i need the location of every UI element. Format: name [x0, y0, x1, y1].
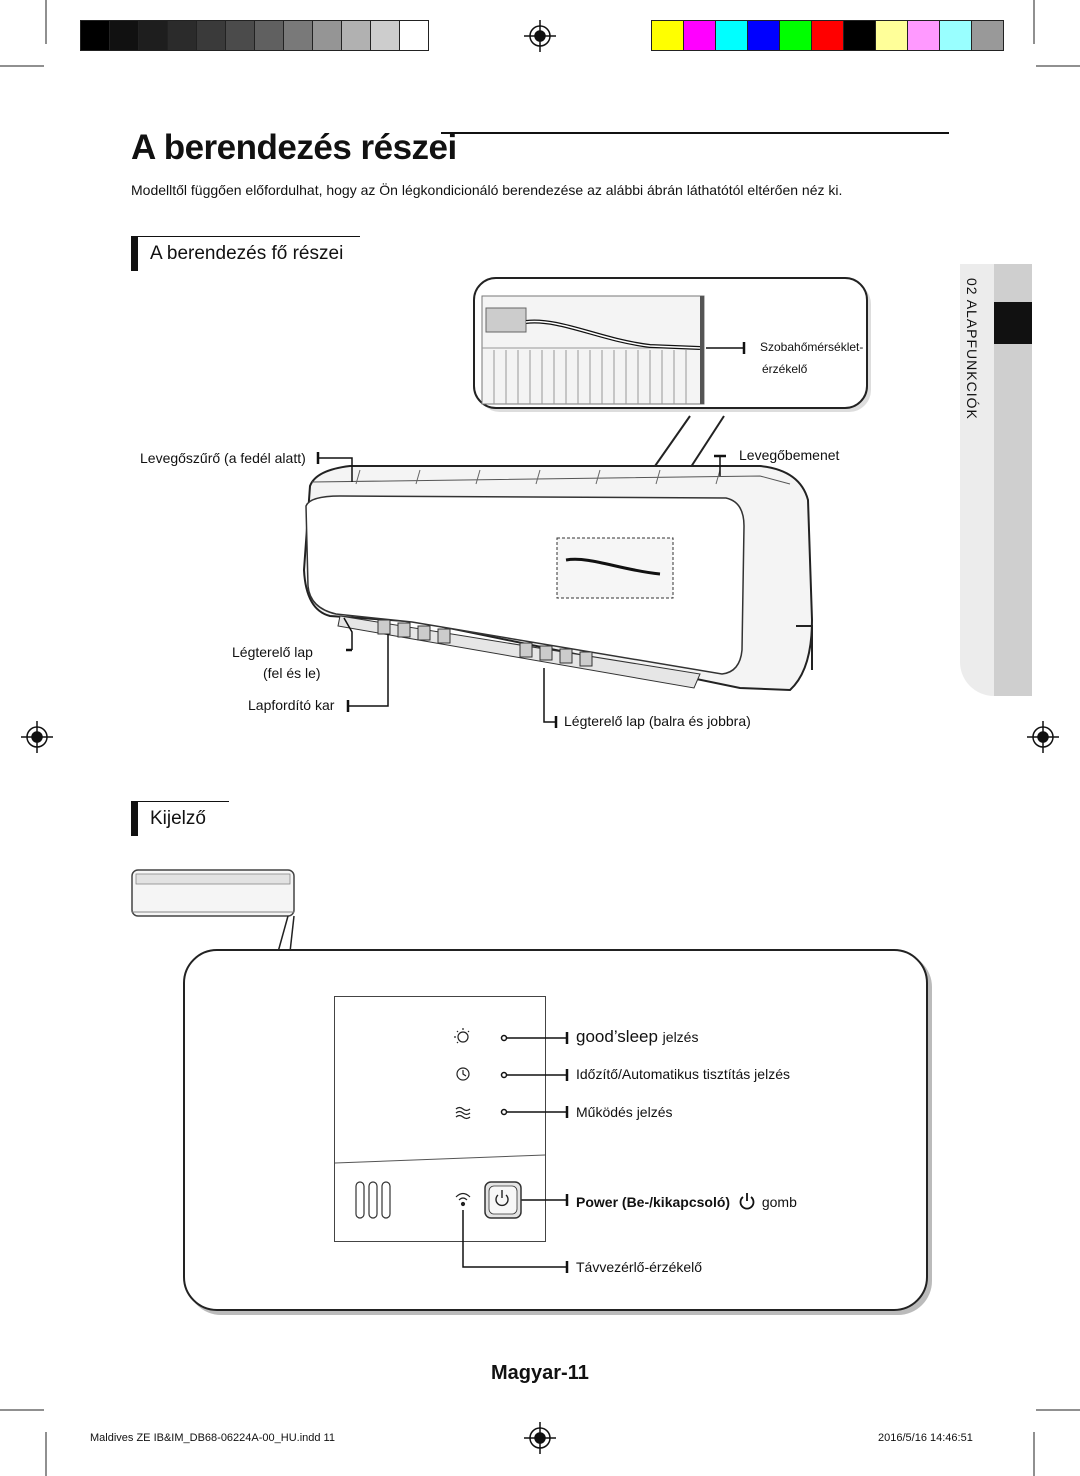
goodsleep-brand: good’sleep [576, 1027, 658, 1046]
label-goodsleep: good’sleep jelzés [576, 1027, 698, 1047]
label-timer: Időzítő/Automatikus tisztítás jelzés [576, 1066, 790, 1082]
footer-timestamp: 2016/5/16 14:46:51 [878, 1432, 973, 1444]
section-marker [131, 802, 138, 836]
power-button [484, 1181, 522, 1219]
label-blade-up-down-2: (fel és le) [263, 665, 321, 681]
label-blade-up-down-1: Légterelő lap [232, 644, 313, 660]
goodsleep-icon [454, 1028, 470, 1044]
indoor-unit-body [302, 465, 814, 692]
color-swatch [843, 20, 876, 51]
color-swatch [875, 20, 908, 51]
gray-swatch [283, 20, 313, 51]
intro-text: Modelltől függően előfordulhat, hogy az … [131, 182, 843, 198]
gray-swatch [399, 20, 429, 51]
gray-swatch [370, 20, 400, 51]
side-tab [960, 264, 1032, 696]
registration-mark-left [21, 721, 53, 753]
power-icon [495, 1190, 509, 1207]
remote-sensor-icon [455, 1192, 471, 1207]
label-air-inlet: Levegőbemenet [739, 447, 840, 463]
unit-thumbnail [131, 869, 295, 953]
display-diagram [334, 1028, 569, 1273]
power-label-text: Power (Be-/kikapcsoló) [576, 1194, 731, 1210]
label-room-temp-sensor-2: érzékelő [762, 362, 808, 376]
color-swatch [907, 20, 940, 51]
color-swatch [715, 20, 748, 51]
gray-swatch [196, 20, 226, 51]
label-power: Power (Be-/kikapcsoló) gomb [576, 1192, 797, 1210]
color-swatch [779, 20, 812, 51]
title-rule [441, 132, 949, 134]
footer-file: Maldives ZE IB&IM_DB68-06224A-00_HU.indd… [90, 1432, 335, 1444]
sensor-callout [473, 277, 871, 412]
gray-swatch [312, 20, 342, 51]
power-icon [739, 1193, 755, 1210]
page-number: Magyar-11 [491, 1362, 589, 1384]
operation-icon [455, 1106, 471, 1120]
registration-mark-top [524, 20, 556, 52]
power-label-suffix: gomb [761, 1194, 797, 1210]
gray-swatch [167, 20, 197, 51]
color-swatch [747, 20, 780, 51]
color-swatch [971, 20, 1004, 51]
side-tab-label: 02 ALAPFUNKCIÓK [964, 278, 980, 420]
indoor-unit-illustration [302, 277, 871, 728]
color-swatch [683, 20, 716, 51]
registration-mark-right [1027, 721, 1059, 753]
display-callout-panel [183, 949, 928, 1311]
gray-swatch [341, 20, 371, 51]
label-operation: Működés jelzés [576, 1104, 673, 1120]
color-swatch [651, 20, 684, 51]
section-heading-main-parts: A berendezés fő részei [150, 243, 344, 264]
gray-swatch [254, 20, 284, 51]
timer-icon [456, 1067, 470, 1081]
goodsleep-suffix: jelzés [662, 1029, 699, 1045]
gray-swatch [138, 20, 168, 51]
label-remote-sensor: Távvezérlő-érzékelő [576, 1259, 703, 1275]
section-marker [131, 237, 138, 271]
section-heading-display: Kijelző [150, 808, 206, 829]
display-vents [355, 1181, 391, 1219]
registration-mark-bottom [524, 1422, 556, 1454]
page-title: A berendezés részei [131, 128, 457, 167]
gray-swatch [225, 20, 255, 51]
label-blade-left-right: Légterelő lap (balra és jobbra) [564, 713, 751, 729]
label-room-temp-sensor-1: Szobahőmérséklet- [760, 340, 864, 354]
section-rule [131, 236, 360, 237]
label-blade-lever: Lapfordító kar [248, 697, 335, 713]
color-swatch [811, 20, 844, 51]
section-rule [131, 801, 229, 802]
gray-swatch [109, 20, 139, 51]
color-swatch [939, 20, 972, 51]
gray-swatch [80, 20, 110, 51]
label-air-filter: Levegőszűrő (a fedél alatt) [140, 450, 306, 466]
